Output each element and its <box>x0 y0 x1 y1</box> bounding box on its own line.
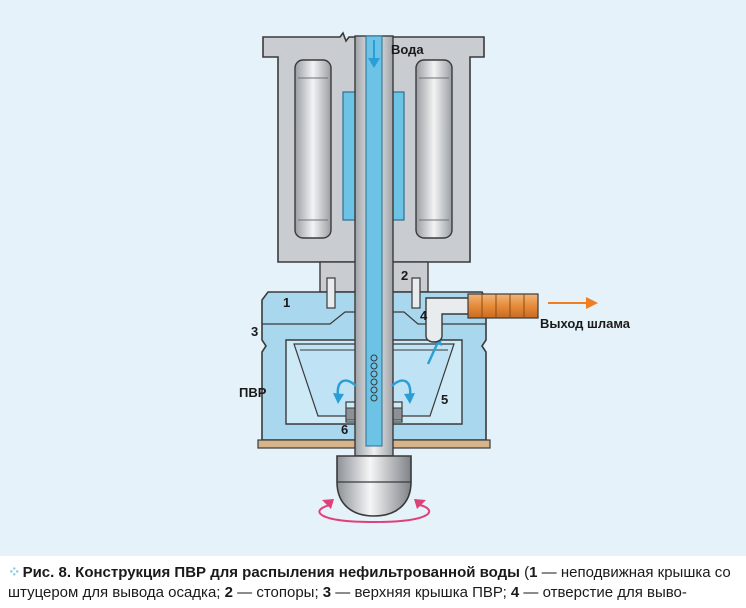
rotation-arrow <box>318 499 431 524</box>
label-water: Вода <box>391 42 424 57</box>
central-tube <box>354 35 394 457</box>
coil-left <box>294 59 332 239</box>
rotor <box>336 455 412 517</box>
caption-item-1-num: 1 <box>529 564 538 581</box>
figure-caption: ⁘Рис. 8. Конструкция ПВР для распыления … <box>8 563 742 603</box>
caption-item-4-num: 4 <box>510 584 520 601</box>
label-num-3: 3 <box>251 324 258 339</box>
caption-item-3-num: 3 <box>322 584 332 601</box>
label-sludge-outlet: Выход шлама <box>540 316 631 331</box>
caption-item-1-text: — неподвижная крышка со штуцером для выв… <box>8 564 731 601</box>
caption-bullet-icon: ⁘ <box>8 564 21 581</box>
flow-arrows <box>333 334 442 404</box>
label-pvr: ПВР <box>239 385 267 400</box>
pvr-body <box>261 291 487 441</box>
caption-item-2-num: 2 <box>224 584 233 601</box>
caption-item-2-text: — стопоры; <box>232 584 323 601</box>
caption-fig-number: Рис. 8. <box>22 564 71 581</box>
caption-open: ( <box>519 564 530 581</box>
outlet-pipe <box>425 297 479 343</box>
stopper-right <box>411 277 421 309</box>
coil-right <box>415 59 453 239</box>
label-num-4: 4 <box>420 308 428 323</box>
caption-item-4-text: — отверстие для выво- <box>519 584 687 601</box>
tube-holes <box>370 354 378 402</box>
pvr-diagram: Вода Выход шлама ПВР 1 2 3 4 5 6 <box>239 31 631 524</box>
label-num-5: 5 <box>441 392 448 407</box>
label-num-1: 1 <box>283 295 290 310</box>
outlet-fitting <box>467 293 539 319</box>
water-inflow-arrow <box>368 40 380 68</box>
figure-area: Вода Выход шлама ПВР 1 2 3 4 5 6 <box>0 0 746 556</box>
label-num-2: 2 <box>401 268 408 283</box>
caption-item-3-text: — верхняя крышка ПВР; <box>331 584 511 601</box>
caption-title: Конструкция ПВР для распыления нефильтро… <box>75 564 520 581</box>
stopper-left <box>326 277 336 309</box>
label-num-6: 6 <box>341 422 348 437</box>
outlet-arrow <box>548 297 598 309</box>
